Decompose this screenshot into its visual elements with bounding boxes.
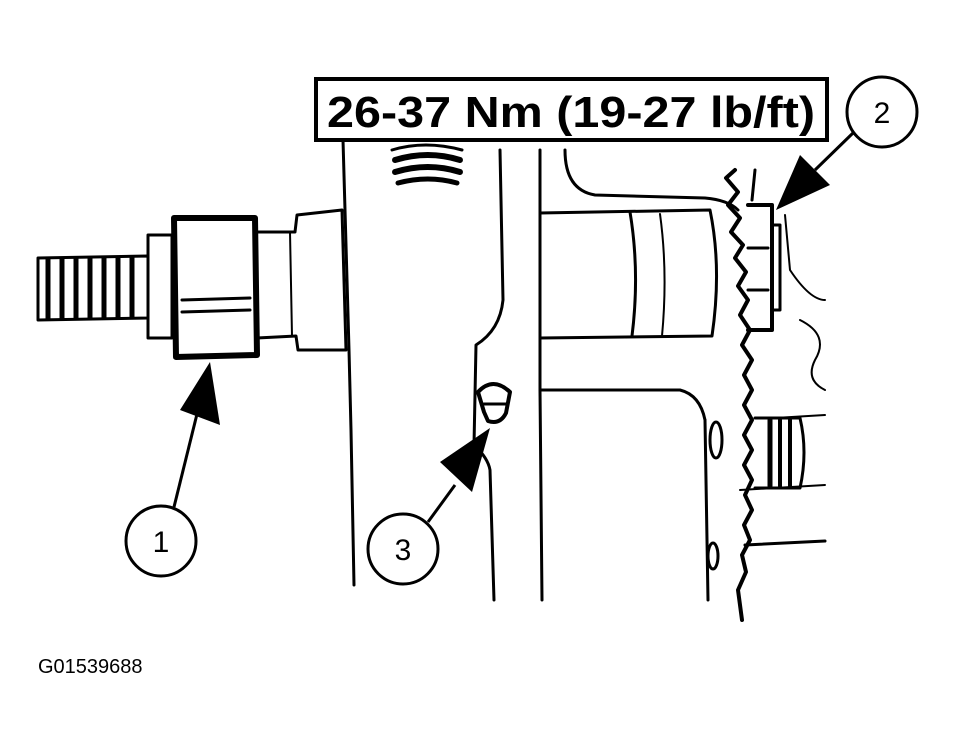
callout-3: 3 [366,428,490,586]
callout-2-circle [845,75,919,149]
callout-3-leader [426,484,457,523]
camshaft-cylinder [538,208,719,340]
oil-plug [476,382,512,424]
callout-2-label: 2 [874,97,891,130]
bore-oval-upper [708,420,724,460]
sensor-unit [36,208,348,360]
torque-spec-text: 26-37 Nm (19-27 lb/ft) [327,88,815,137]
callout-1-arrowhead [180,362,220,425]
callout-3-arrowhead [440,428,490,492]
sprocket [724,168,757,622]
torque-spec-box [314,77,829,142]
callout-2-arrowhead [776,155,830,210]
callout-1-leader [172,409,200,508]
torque-spec-label: 26-37 Nm (19-27 lb/ft) [314,77,829,142]
sprocket-bolt [746,203,782,332]
callout-2-leader [813,131,855,172]
figure-id: G01539688 [38,656,143,678]
bore-oval-lower [706,541,720,571]
bearing-bolt [753,416,806,490]
threaded-hole [390,143,464,186]
callout-3-circle [366,512,440,586]
callout-1-label: 1 [153,526,170,559]
callout-1: 1 [124,362,220,578]
callout-3-label: 3 [395,534,412,567]
callout-2: 2 [776,75,919,210]
callout-1-circle [124,504,198,578]
